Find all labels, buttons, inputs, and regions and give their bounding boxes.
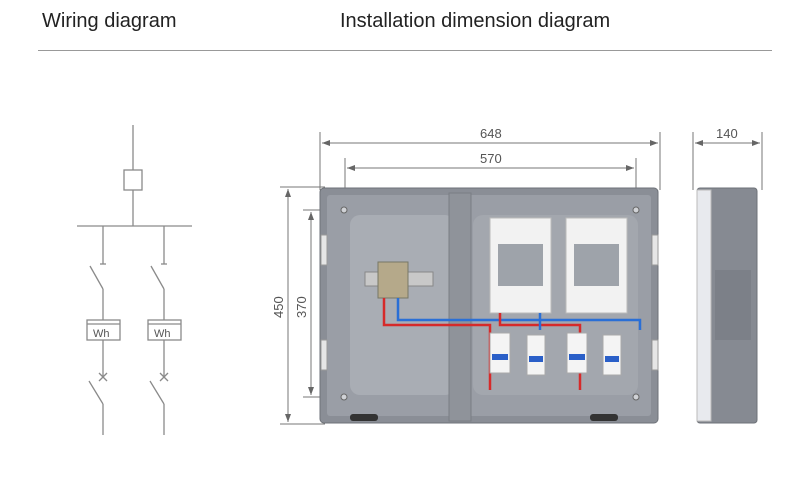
main-breaker-symbol xyxy=(123,169,143,191)
header-divider xyxy=(38,50,772,51)
dim-width-inner: 570 xyxy=(480,151,502,166)
dim-width-outer: 648 xyxy=(480,126,502,141)
dim-height-inner: 370 xyxy=(294,296,309,318)
dim-depth: 140 xyxy=(716,126,738,141)
branch-2 xyxy=(147,226,182,435)
meter-label-2: Wh xyxy=(154,328,171,340)
wiring-diagram-title: Wiring diagram xyxy=(42,10,177,32)
enclosure-side xyxy=(696,187,758,424)
dimension-lines xyxy=(280,132,763,425)
wiring-diagram xyxy=(77,125,192,435)
installation-diagram-title: Installation dimension diagram xyxy=(340,10,611,32)
enclosure-front xyxy=(319,187,659,424)
meter-label-1: Wh xyxy=(93,328,110,340)
branch-1 xyxy=(86,226,121,435)
dim-height-outer: 450 xyxy=(271,296,286,318)
